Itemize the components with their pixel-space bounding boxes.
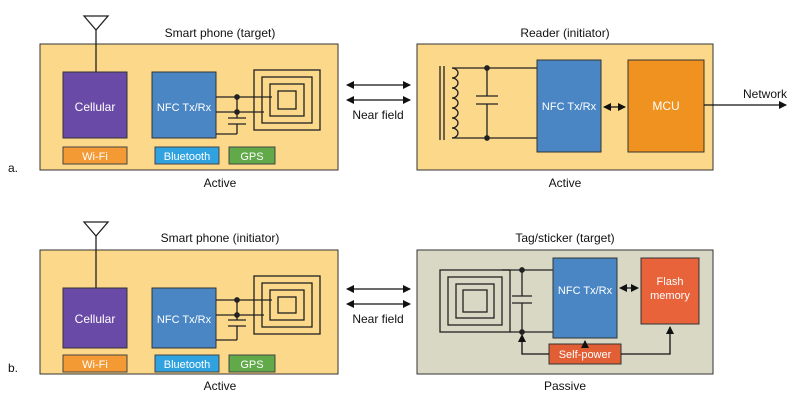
cellular-label-a: Cellular: [75, 100, 116, 114]
tag-title: Tag/sticker (target): [515, 231, 614, 245]
self-power-arrows: [518, 326, 674, 355]
antenna-icon: [82, 221, 110, 288]
mcu-label: MCU: [652, 99, 679, 113]
wifi-badge-b: [62, 354, 128, 373]
gps-label-a: GPS: [240, 151, 263, 163]
reader-nfc-block: [536, 59, 602, 153]
cellular-label-b: Cellular: [75, 312, 116, 326]
bluetooth-label-b: Bluetooth: [164, 359, 210, 371]
flash-memory-block: [640, 257, 700, 325]
coil-antenna-icon: [253, 275, 321, 335]
reader-status: Active: [549, 176, 582, 190]
bluetooth-badge-a: [154, 146, 220, 165]
diagram-b-label: b.: [8, 361, 18, 375]
tag-nfc-block: [552, 257, 618, 339]
flash-label-line2: memory: [650, 290, 690, 302]
coil-antenna-icon: [253, 69, 321, 131]
diagram-a: a. Smart phone (target) Cellular NFC Tx/…: [8, 15, 788, 190]
tag-status: Passive: [544, 379, 586, 393]
gps-badge-b: [228, 354, 276, 373]
nfc-block-a: [151, 71, 217, 139]
wifi-label-a: Wi-Fi: [82, 151, 108, 163]
antenna-icon: [82, 15, 110, 72]
self-power-label: Self-power: [559, 349, 612, 361]
diagram-a-label: a.: [8, 161, 18, 175]
phone-status-b: Active: [204, 379, 237, 393]
capacitor-icon: [216, 297, 272, 341]
phone-title-a: Smart phone (target): [165, 26, 276, 40]
bluetooth-badge-b: [154, 354, 220, 373]
cellular-block-b: [62, 287, 128, 349]
reader-nfc-label: NFC Tx/Rx: [542, 101, 597, 113]
bluetooth-label-a: Bluetooth: [164, 151, 210, 163]
transformer-icon: [439, 65, 537, 141]
tag-nfc-label: NFC Tx/Rx: [558, 285, 613, 297]
cellular-block-a: [62, 71, 128, 139]
gps-label-b: GPS: [240, 359, 263, 371]
phone-status-a: Active: [204, 176, 237, 190]
wifi-label-b: Wi-Fi: [82, 359, 108, 371]
wifi-badge-a: [62, 146, 128, 165]
near-field-label-b: Near field: [352, 312, 403, 326]
phone-title-b: Smart phone (initiator): [161, 231, 280, 245]
network-label: Network: [743, 87, 788, 101]
mcu-block: [627, 59, 705, 153]
nfc-block-b: [151, 287, 217, 349]
tag-coil-icon: [439, 267, 553, 335]
reader-title: Reader (initiator): [520, 26, 609, 40]
near-field-label-a: Near field: [352, 108, 403, 122]
nfc-label-b: NFC Tx/Rx: [157, 314, 212, 326]
flash-label-line1: Flash: [657, 276, 684, 288]
capacitor-icon: [216, 94, 272, 135]
diagram-b: b. Smart phone (initiator) Cellular NFC …: [8, 221, 714, 393]
gps-badge-a: [228, 146, 276, 165]
nfc-label-a: NFC Tx/Rx: [157, 102, 212, 114]
